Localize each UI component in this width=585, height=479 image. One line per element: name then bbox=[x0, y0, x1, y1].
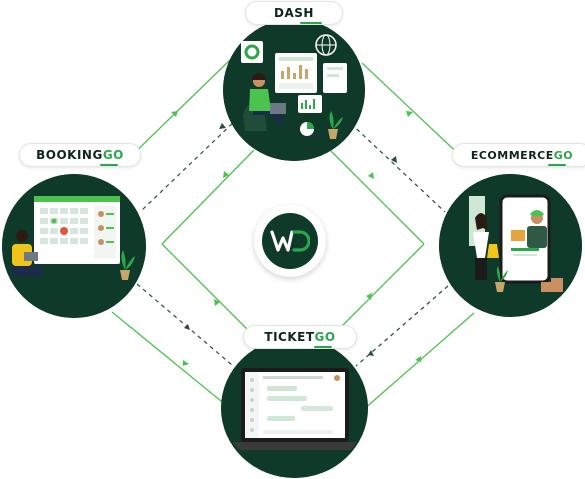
link-dash-ecom-outer bbox=[361, 62, 468, 163]
arrow-dash-1 bbox=[219, 123, 226, 129]
arrow-3 bbox=[183, 360, 189, 366]
booking-label-accent: GO bbox=[102, 148, 124, 162]
ticket-label-text: TICKET bbox=[264, 330, 315, 344]
link-inner-sw bbox=[161, 243, 249, 331]
ticket-label-underline bbox=[314, 346, 332, 348]
link-booking-ticket-outer bbox=[111, 311, 233, 411]
wd-logo-icon bbox=[262, 213, 318, 269]
booking-label-text: BOOKING bbox=[36, 148, 103, 162]
mobile-shop-illustration bbox=[439, 174, 582, 317]
wd-logo[interactable] bbox=[254, 205, 326, 277]
dash-label[interactable]: DASH bbox=[245, 1, 343, 25]
arrow-2 bbox=[406, 111, 413, 117]
arrow-7 bbox=[368, 172, 374, 179]
link-inner-ne bbox=[329, 149, 425, 245]
arrow-dash-4 bbox=[368, 350, 374, 356]
arrow-4 bbox=[415, 356, 421, 362]
ticket-label-accent: GO bbox=[314, 330, 336, 344]
ecom-label-text: ECOMMERCE bbox=[470, 148, 554, 162]
booking-node[interactable] bbox=[2, 174, 146, 318]
dash-label-underline bbox=[300, 22, 322, 24]
arrow-1 bbox=[171, 111, 178, 117]
dashed-booking-ticket bbox=[136, 283, 233, 366]
analytics-dashboard-illustration bbox=[223, 19, 365, 161]
arrow-6 bbox=[214, 299, 220, 306]
dash-label-text: DASH bbox=[274, 6, 314, 20]
calendar-booking-illustration bbox=[2, 174, 146, 318]
ticket-node[interactable] bbox=[221, 338, 368, 478]
link-inner-nw bbox=[161, 149, 255, 245]
ecom-label-underline bbox=[548, 164, 566, 166]
ecom-label-accent: GO bbox=[553, 148, 574, 162]
support-chat-laptop-illustration bbox=[221, 338, 368, 478]
arrow-8 bbox=[366, 293, 372, 300]
dash-node[interactable] bbox=[223, 19, 365, 161]
arrow-dash-3 bbox=[184, 324, 190, 330]
booking-label-underline bbox=[100, 164, 118, 166]
link-ecom-ticket-outer bbox=[362, 312, 475, 411]
ecommerce-node[interactable] bbox=[439, 174, 582, 317]
arrow-5 bbox=[223, 171, 229, 178]
link-inner-se bbox=[337, 243, 425, 331]
arrow-dash-2 bbox=[391, 156, 397, 163]
link-dash-booking-outer bbox=[124, 59, 231, 163]
dashed-dash-ecom bbox=[344, 117, 446, 213]
dashed-dash-booking bbox=[139, 117, 239, 213]
